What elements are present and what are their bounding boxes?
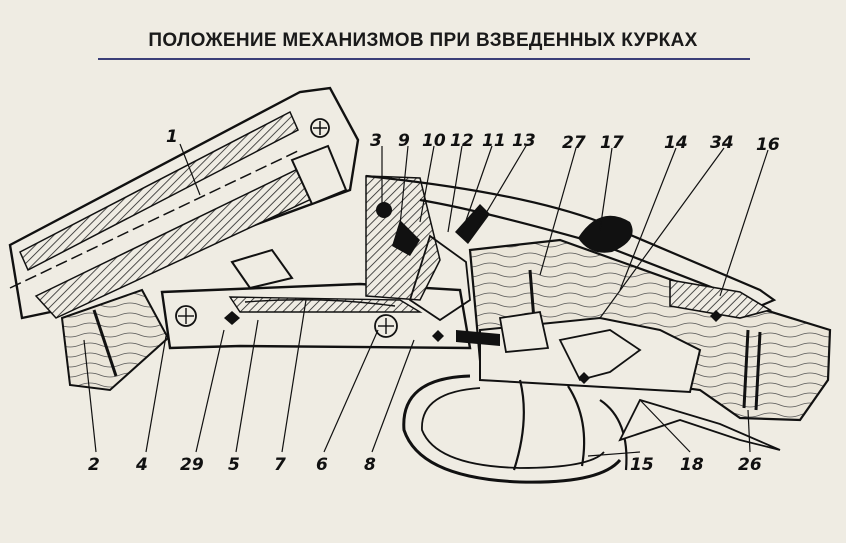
label-15: 15 bbox=[630, 455, 654, 475]
part-labels: 1 3 9 10 12 11 13 27 17 14 34 16 2 4 29 … bbox=[88, 127, 780, 475]
label-5: 5 bbox=[228, 455, 240, 475]
trigger-guard bbox=[402, 374, 781, 484]
lockwork bbox=[456, 310, 702, 394]
label-27: 27 bbox=[562, 133, 586, 153]
label-18: 18 bbox=[680, 455, 704, 475]
label-14: 14 bbox=[664, 133, 688, 153]
label-16: 16 bbox=[756, 135, 780, 155]
leader-lines bbox=[83, 143, 769, 457]
label-17: 17 bbox=[600, 133, 624, 153]
diagram-title: ПОЛОЖЕНИЕ МЕХАНИЗМОВ ПРИ ВЗВЕДЕННЫХ КУРК… bbox=[148, 30, 698, 51]
label-6: 6 bbox=[316, 455, 328, 475]
label-34: 34 bbox=[710, 133, 734, 153]
label-7: 7 bbox=[274, 455, 286, 475]
label-2: 2 bbox=[88, 455, 100, 475]
label-9: 9 bbox=[398, 131, 410, 151]
label-8: 8 bbox=[364, 455, 376, 475]
barrel bbox=[8, 86, 360, 320]
label-4: 4 bbox=[135, 455, 148, 475]
label-1: 1 bbox=[166, 127, 178, 147]
label-10: 10 bbox=[422, 131, 446, 151]
receiver bbox=[160, 175, 490, 350]
label-26: 26 bbox=[738, 455, 762, 475]
label-12: 12 bbox=[450, 131, 474, 151]
title-underline bbox=[98, 58, 750, 60]
label-29: 29 bbox=[180, 455, 204, 475]
label-3: 3 bbox=[370, 131, 382, 151]
top-strap bbox=[365, 174, 777, 308]
forend bbox=[60, 288, 170, 392]
label-11: 11 bbox=[482, 131, 506, 151]
label-13: 13 bbox=[512, 131, 536, 151]
